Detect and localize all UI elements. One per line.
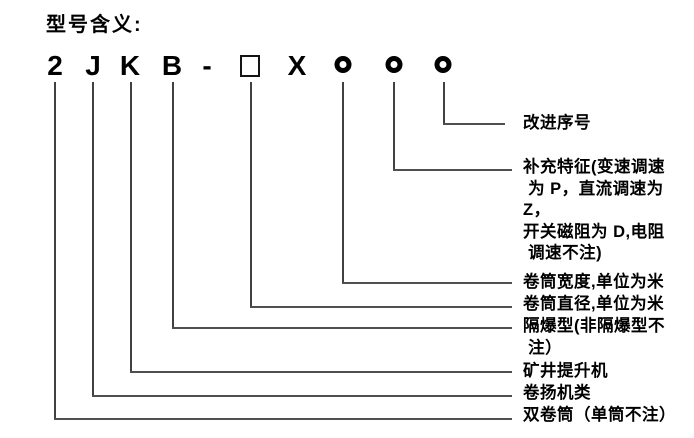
connector-vline-double-drum [54, 82, 56, 420]
ring-icon-3 [434, 56, 452, 73]
connector-vline-drum-width [342, 82, 344, 284]
label-drum-width: 卷筒宽度,单位为米 [523, 273, 665, 291]
connector-vline-improvement [443, 82, 445, 125]
label-flameproof: 隔爆型(非隔爆型不 注） [523, 317, 665, 357]
label-drum-diameter: 卷筒直径,单位为米 [523, 295, 665, 313]
connector-hline-drum-diameter [250, 306, 512, 308]
label-mine-hoist: 矿井提升机 [523, 362, 608, 380]
code-char-b: B [161, 50, 183, 81]
label-double-drum: 双卷筒（单筒不注） [523, 406, 676, 424]
code-char-x: X [287, 50, 307, 81]
ring-icon-2 [385, 56, 403, 73]
page-title: 型号含义: [46, 14, 143, 36]
connector-hline-supplementary [393, 169, 512, 171]
code-char-j: J [85, 50, 101, 81]
code-char-2: 2 [47, 50, 63, 81]
code-hyphen: - [202, 50, 212, 81]
connector-vline-mine-hoist [130, 82, 132, 373]
connector-vline-drum-diameter [250, 82, 252, 308]
connector-hline-winch-class [92, 395, 512, 397]
connector-hline-mine-hoist [130, 371, 512, 373]
connector-hline-double-drum [54, 418, 512, 420]
label-improvement-serial: 改进序号 [523, 114, 591, 132]
connector-hline-drum-width [342, 282, 512, 284]
connector-vline-winch-class [92, 82, 94, 397]
connector-vline-flameproof [172, 82, 174, 329]
label-winch-class: 卷扬机类 [523, 384, 591, 402]
connector-hline-improvement [443, 123, 505, 125]
connector-hline-flameproof [172, 327, 512, 329]
code-char-k: K [119, 50, 141, 81]
square-placeholder-icon [240, 55, 260, 77]
ring-icon-1 [334, 56, 352, 73]
label-supplementary-feature: 补充特征(变速调速 为 P，直流调速为 Z， 开关磁阻为 D,电阻 调速不注) [523, 158, 665, 262]
connector-vline-supplementary [393, 82, 395, 171]
